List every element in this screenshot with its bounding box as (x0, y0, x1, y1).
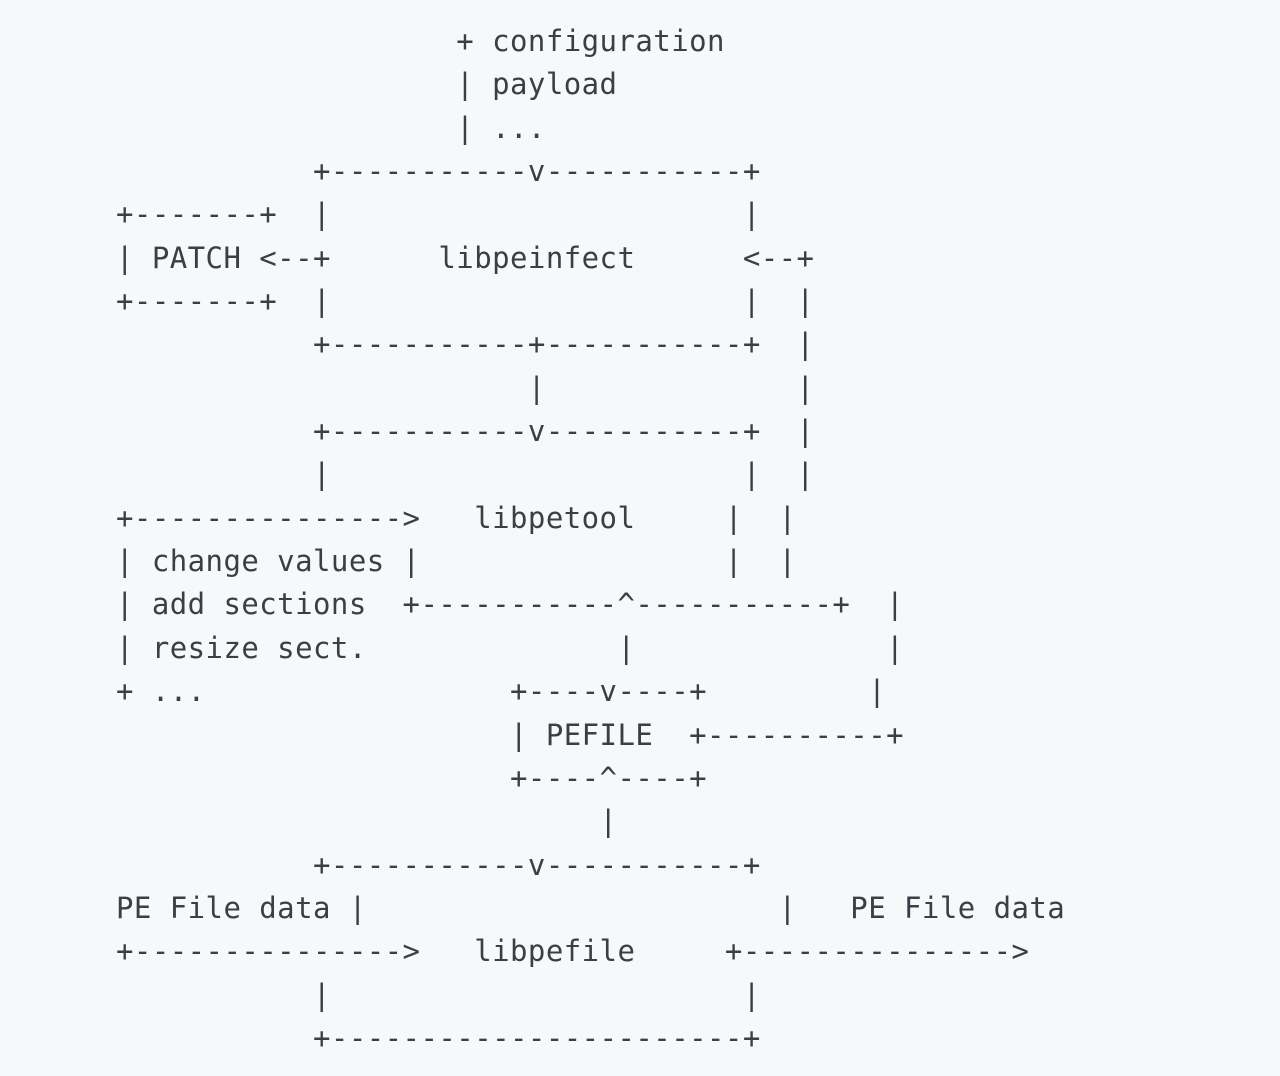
diagram-line-libpetool-spacer: | | | (116, 457, 815, 492)
architecture-diagram: + configuration | payload | ... +-------… (116, 20, 1065, 1060)
diagram-line-pefile-box-bottom: +----^----+ (116, 760, 708, 795)
diagram-line-pe-file-data-labels: PE File data | | PE File data (116, 890, 1066, 925)
diagram-line-libpeinfect-top-border: +-----------v-----------+ (116, 154, 761, 189)
diagram-line-connector-2: | (116, 804, 618, 839)
diagram-line-libpefile-top-border: +-----------v-----------+ (116, 847, 761, 882)
diagram-line-ellipsis: | ... (116, 110, 546, 145)
diagram-line-libpefile-label: +---------------> libpefile +-----------… (116, 934, 1030, 969)
diagram-line-libpefile-spacer: | | (116, 977, 761, 1012)
diagram-line-connector-1: | | (116, 370, 815, 405)
diagram-line-payload: | payload (116, 67, 618, 102)
diagram-line-change-values: | change values | | | (116, 544, 797, 579)
diagram-line-libpeinfect-label: | PATCH <--+ libpeinfect <--+ (116, 240, 815, 275)
diagram-line-patch-box-bottom: +-------+ | | | (116, 284, 815, 319)
diagram-line-libpeinfect-bottom-border: +-----------+-----------+ | (116, 327, 815, 362)
diagram-line-pefile-box-top: + ... +----v----+ | (116, 674, 887, 709)
diagram-line-add-sections: | add sections +-----------^-----------+… (116, 587, 905, 622)
diagram-line-configuration: + configuration (116, 24, 725, 58)
diagram-line-libpetool-label: +---------------> libpetool | | (116, 500, 797, 535)
diagram-line-pefile-label: | PEFILE +----------+ (116, 717, 905, 752)
diagram-line-patch-box-top: +-------+ | | (116, 197, 761, 232)
diagram-line-libpefile-bottom-border: +-----------------------+ (116, 1020, 761, 1055)
diagram-line-libpetool-top-border: +-----------v-----------+ | (116, 414, 815, 449)
diagram-line-resize-sect: | resize sect. | | (116, 630, 905, 665)
